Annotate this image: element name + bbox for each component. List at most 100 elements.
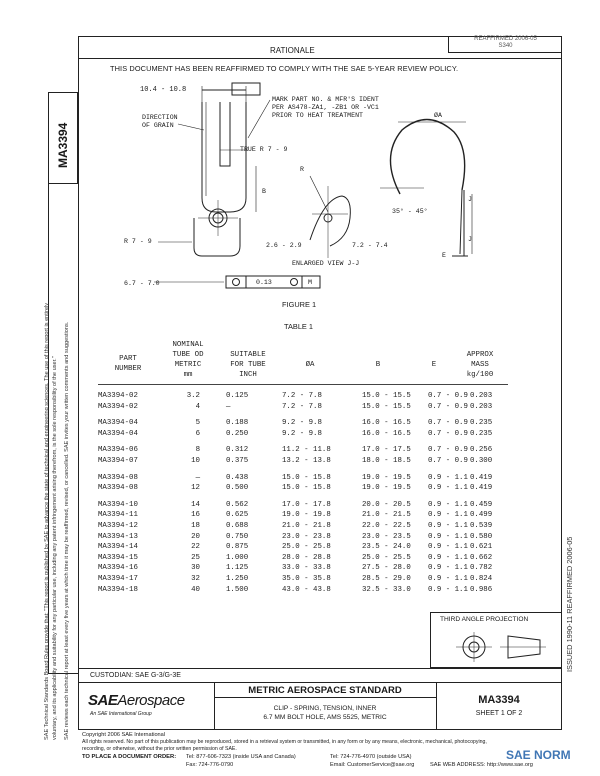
cell-e-value: 0.7 - 0.9: [428, 402, 468, 411]
cell-suitable-tube: 1.000: [226, 553, 249, 562]
cell-b-value: 16.0 - 16.5: [362, 429, 411, 438]
cell-mass: 0.499: [470, 511, 493, 520]
cell-b-value: 32.5 - 33.0: [362, 585, 411, 594]
cell-b-value: 15.0 - 15.5: [362, 402, 411, 411]
cell-phi-a: 15.0 - 15.8: [282, 473, 331, 482]
cell-mass: 0.782: [470, 564, 493, 573]
doc-number: MA3394: [478, 694, 520, 706]
title-block-standard-rule: [214, 697, 436, 698]
cell-part-number: MA3394-07: [98, 457, 138, 465]
tel-inside: Tel: 877-606-7323 (inside USA and Canada…: [186, 754, 296, 760]
cell-b-value: 17.0 - 17.5: [362, 446, 411, 455]
reaffirmed-box-line-1: REAFFIRMED 2006-05: [474, 36, 537, 42]
clip-drawing: [154, 82, 473, 289]
cell-e-value: 0.9 - 1.1: [428, 522, 468, 530]
cell-b-value: 16.0 - 16.5: [362, 419, 411, 428]
cell-phi-a: 43.0 - 43.8: [282, 585, 331, 594]
cell-suitable-tube: 1.500: [226, 585, 249, 594]
cell-suitable-tube: 0.250: [226, 429, 249, 438]
cell-part-number: MA3394-08: [98, 473, 138, 482]
third-angle-projection-icon: [456, 632, 546, 662]
cell-b-value: 28.5 - 29.0: [362, 575, 411, 583]
cell-nominal-od: 22: [191, 543, 200, 552]
cell-suitable-tube: 0.625: [226, 511, 249, 520]
sae-logo: SAEAerospace: [88, 692, 185, 709]
cell-suitable-tube: 0.438: [226, 473, 249, 482]
cell-suitable-tube: 0.500: [226, 484, 249, 493]
cell-e-value: 0.7 - 0.9: [428, 429, 468, 438]
cell-e-value: 0.9 - 1.1: [428, 532, 468, 541]
mark-note-3: PRIOR TO HEAT TREATMENT: [272, 112, 364, 119]
header-nominal-od: NOMINAL TUBE OD METRIC mm: [172, 341, 204, 379]
cell-mass: 0.824: [470, 575, 493, 583]
cell-e-value: 0.9 - 1.1: [428, 575, 468, 583]
cell-suitable-tube: 1.125: [226, 564, 249, 573]
custodian-rule: [78, 668, 562, 669]
sheet-number: SHEET 1 OF 2: [475, 710, 523, 717]
cell-phi-a: 17.0 - 17.8: [282, 500, 331, 509]
cell-suitable-tube: 0.875: [226, 543, 249, 552]
cell-nominal-od: 12: [191, 484, 200, 493]
sae-logo-aerospace: Aerospace: [117, 692, 185, 709]
disclaimer-line-2: voluntary, and its applicability and sui…: [52, 356, 58, 740]
cell-mass: 0.300: [470, 457, 493, 465]
cell-b-value: 21.0 - 21.5: [362, 511, 411, 520]
label-r: R: [300, 166, 304, 173]
cell-part-number: MA3394-08: [98, 484, 138, 493]
cell-mass: 0.203: [470, 402, 493, 411]
header-mass: APPROX MASS kg/100: [466, 351, 494, 379]
cell-mass: 0.459: [470, 500, 493, 509]
cell-phi-a: 19.0 - 19.8: [282, 511, 331, 520]
cell-phi-a: 35.0 - 35.8: [282, 575, 331, 583]
cell-suitable-tube: 0.375: [226, 457, 249, 465]
cell-b-value: 15.0 - 15.5: [362, 392, 411, 400]
label-e: E: [442, 252, 446, 259]
fcf-modifier: M: [308, 279, 312, 286]
cell-phi-a: 28.0 - 28.8: [282, 553, 331, 562]
rights-line-2: recording, or otherwise, without the pri…: [82, 746, 237, 752]
cell-e-value: 0.9 - 1.1: [428, 543, 468, 552]
rights-line-1: All rights reserved. No part of this pub…: [82, 739, 487, 745]
rationale-rule: [78, 58, 562, 59]
cell-nominal-od: 4: [195, 402, 200, 411]
cell-suitable-tube: 1.250: [226, 575, 249, 583]
cell-nominal-od: 3.2: [186, 392, 200, 400]
cell-e-value: 0.9 - 1.1: [428, 553, 468, 562]
dir-grain-1: DIRECTION: [142, 114, 178, 121]
cell-phi-a: 33.0 - 33.8: [282, 564, 331, 573]
label-67: 6.7 - 7.0: [124, 280, 160, 287]
cell-b-value: 27.5 - 28.0: [362, 564, 411, 573]
custodian: CUSTODIAN: SAE G-3/G-3E: [90, 672, 181, 679]
label-j2: J: [468, 236, 472, 243]
true-r: TRUE R 7 - 9: [240, 146, 288, 153]
cell-e-value: 0.7 - 0.9: [428, 392, 468, 400]
title-block: [78, 682, 562, 730]
cell-nominal-od: 8: [195, 446, 200, 455]
cell-part-number: MA3394-11: [98, 511, 138, 520]
cell-mass: 0.621: [470, 543, 493, 552]
cell-e-value: 0.9 - 1.1: [428, 473, 468, 482]
sae-tagline: An SAE International Group: [90, 711, 152, 717]
cell-b-value: 20.0 - 20.5: [362, 500, 411, 509]
cell-suitable-tube: 0.688: [226, 522, 249, 530]
dim-top: 10.4 - 10.8: [140, 86, 187, 94]
cell-e-value: 0.9 - 1.1: [428, 484, 468, 493]
enlarged-view-label: ENLARGED VIEW J-J: [292, 260, 360, 267]
cell-phi-a: 21.0 - 21.8: [282, 522, 331, 530]
cell-e-value: 0.9 - 1.1: [428, 511, 468, 520]
cell-b-value: 22.0 - 22.5: [362, 522, 411, 530]
web-address: SAE WEB ADDRESS: http://www.sae.org: [430, 762, 533, 768]
reaffirmed-box-line-2: S340: [498, 43, 513, 49]
cell-nominal-od: 6: [195, 429, 200, 438]
sae-logo-mark: SAE: [88, 692, 118, 709]
cell-nominal-od: 18: [191, 522, 200, 530]
cell-mass: 0.986: [470, 585, 493, 594]
header-e: E: [431, 361, 437, 369]
